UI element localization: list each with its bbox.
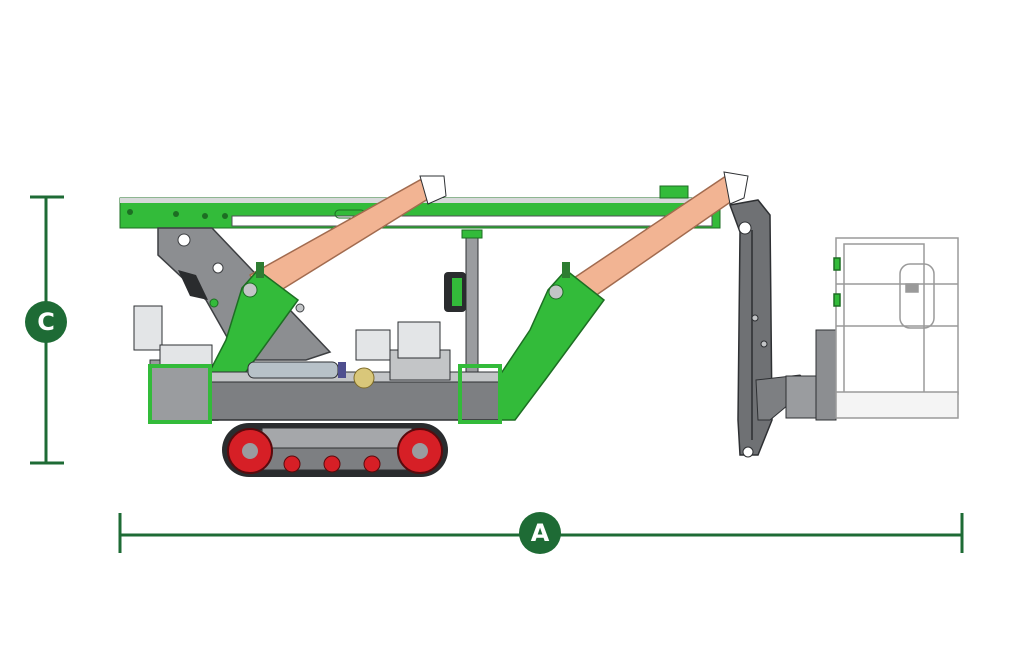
hydraulic-column [444,229,483,375]
track-wheel-rear [227,428,273,474]
dimension-c-badge: C [25,301,67,343]
track-roller [323,455,341,473]
track-wheel-front [397,428,443,474]
track-roller [363,455,381,473]
platform-basket [833,237,959,419]
upper-boom [119,185,721,229]
dimension-a-badge: A [519,512,561,554]
front-mast-plate [728,199,837,458]
chassis [133,305,502,424]
track-roller [283,455,301,473]
right-lift-arm [485,171,749,421]
crawler-track [222,423,448,477]
